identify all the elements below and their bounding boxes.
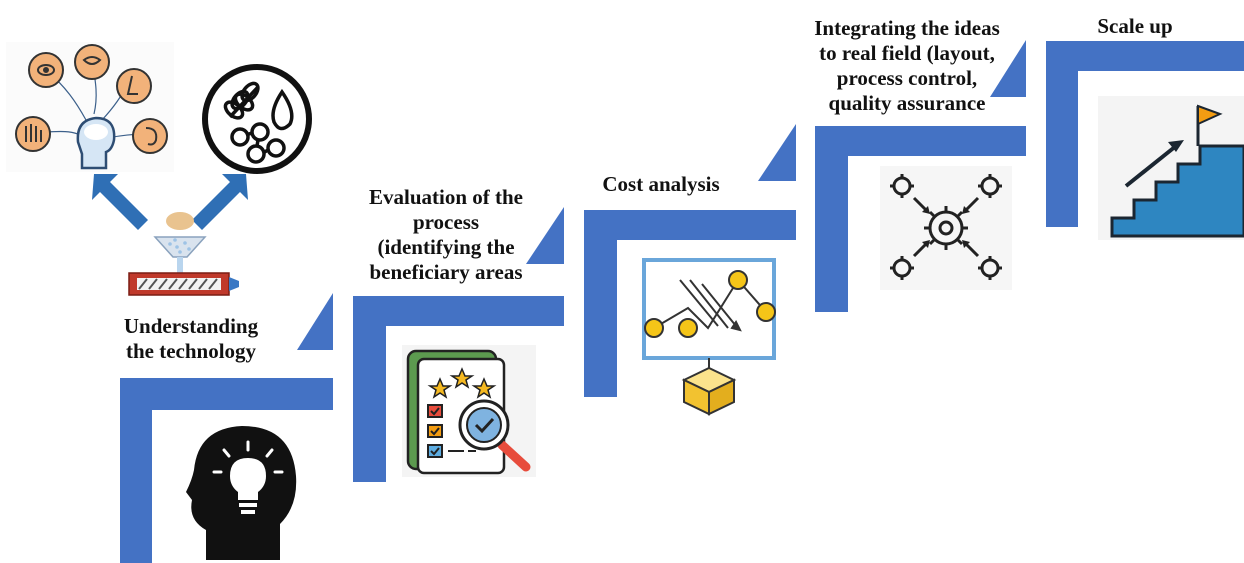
label-line: process [412, 210, 480, 234]
cost-chart-icon [642, 258, 776, 416]
label-line: Understanding [123, 314, 259, 338]
label-line: process control, [836, 66, 978, 90]
label-line: to real field (layout, [819, 41, 995, 65]
head-lightbulb-icon [186, 426, 297, 560]
extruder-icon [128, 212, 239, 296]
senses-icon [6, 42, 174, 172]
step-3-arrow-tip [758, 124, 796, 181]
label-integrating: Integrating the ideas to real field (lay… [800, 16, 1014, 116]
label-line: Cost analysis [602, 172, 720, 196]
label-line: beneficiary areas [369, 260, 523, 284]
checklist-evaluation-icon [402, 345, 536, 477]
label-line: Scale up [1097, 14, 1173, 38]
step-2-band [353, 296, 564, 482]
label-line: Evaluation of the [368, 185, 523, 209]
step-4-arrow-tip [990, 40, 1026, 97]
label-understanding: Understanding the technology [96, 314, 286, 364]
label-scale: Scale up [1080, 14, 1190, 39]
label-line: quality assurance [828, 91, 986, 115]
step-1-band [120, 378, 333, 563]
gears-network-icon [880, 166, 1012, 290]
stairs-growth-icon [1098, 96, 1244, 240]
label-line: Integrating the ideas [814, 16, 1000, 40]
step-4-band [815, 126, 1026, 312]
step-3-band [584, 210, 796, 397]
label-line: (identifying the [377, 235, 515, 259]
step-5-band [1046, 41, 1244, 227]
split-arrows-icon [92, 174, 248, 230]
step-1-arrow-tip [297, 293, 333, 350]
step-2-arrow-tip [526, 207, 564, 264]
label-cost: Cost analysis [586, 172, 736, 197]
food-ingredients-icon [202, 64, 312, 174]
label-evaluation: Evaluation of the process (identifying t… [338, 185, 554, 285]
label-line: the technology [125, 339, 257, 363]
